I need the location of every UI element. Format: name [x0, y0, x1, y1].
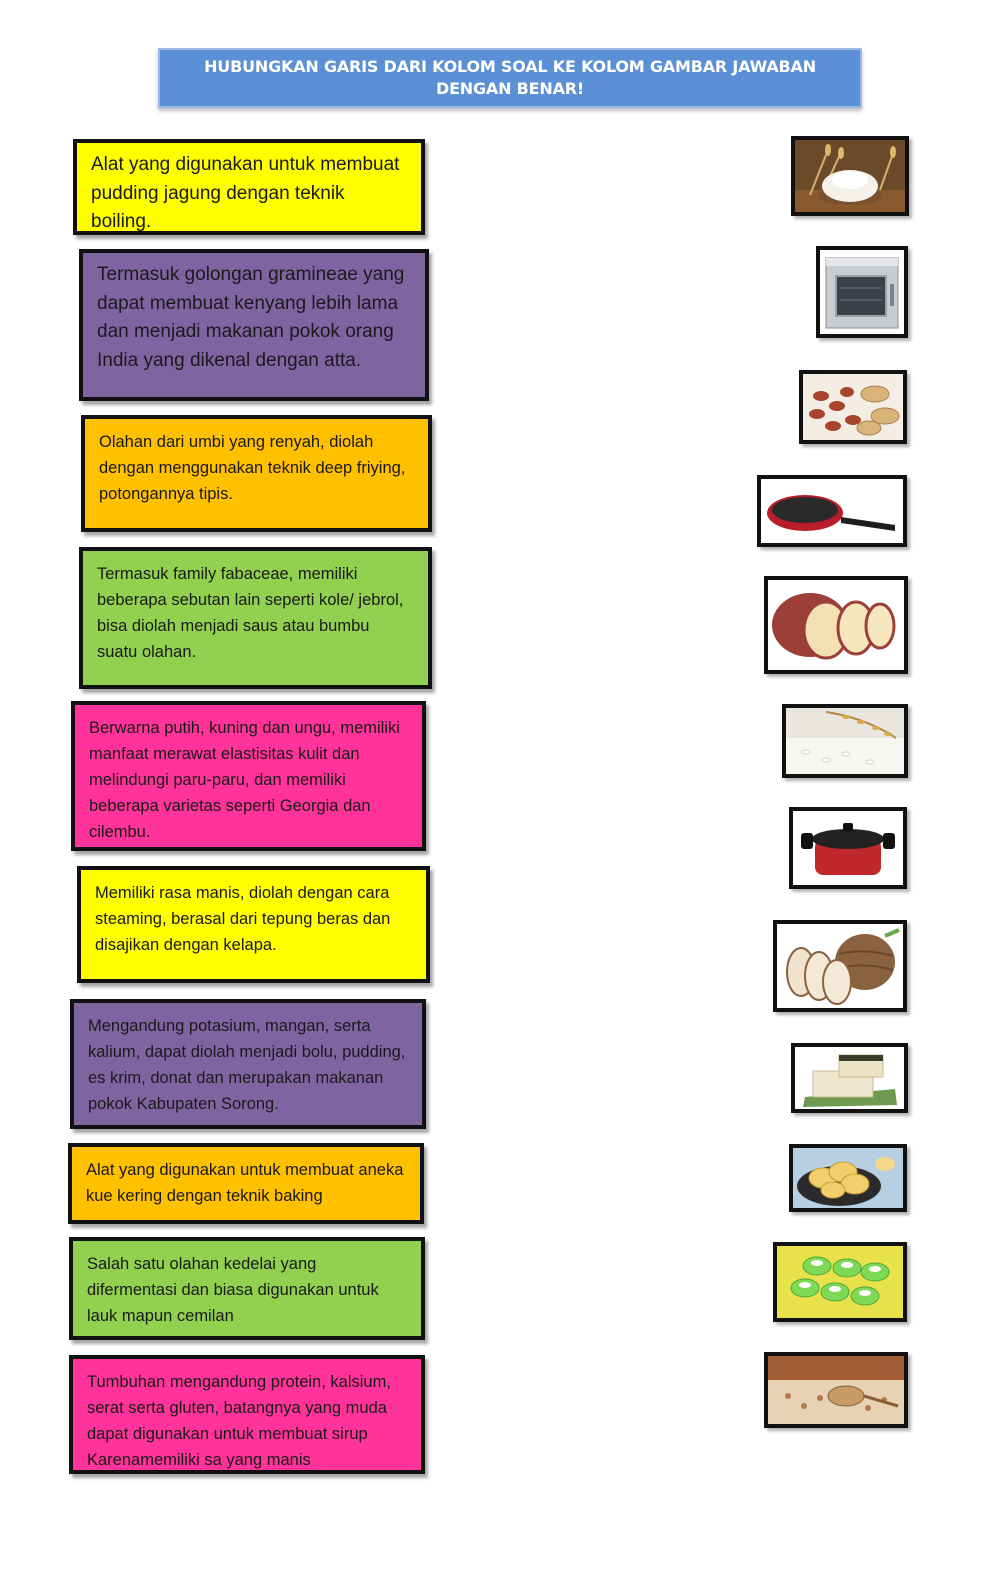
question-card-1[interactable]: Alat yang digunakan untuk membuat puddin…: [73, 139, 425, 235]
question-text-8: Alat yang digunakan untuk membuat aneka …: [86, 1161, 404, 1205]
instruction-banner: HUBUNGKAN GARIS DARI KOLOM SOAL KE KOLOM…: [158, 48, 862, 108]
question-text-6: Memiliki rasa manis, diolah dengan cara …: [95, 884, 391, 954]
question-card-2[interactable]: Termasuk golongan gramineae yang dapat m…: [79, 249, 429, 401]
question-text-2: Termasuk golongan gramineae yang dapat m…: [97, 264, 405, 371]
question-text-5: Berwarna putih, kuning dan ungu, memilik…: [89, 719, 400, 841]
question-card-10[interactable]: Tumbuhan mengandung protein, kalsium, se…: [69, 1355, 425, 1474]
oven-icon: [820, 250, 904, 334]
question-text-10: Tumbuhan mengandung protein, kalsium, se…: [87, 1373, 391, 1469]
answer-cooking-pot[interactable]: [789, 807, 907, 889]
answer-frying-pan[interactable]: [757, 475, 907, 547]
rice-icon: [786, 708, 904, 774]
question-text-3: Olahan dari umbi yang renyah, diolah den…: [99, 433, 406, 503]
frying-pan-icon: [761, 479, 903, 543]
answer-sorghum[interactable]: [764, 1352, 908, 1428]
wheat-flour-icon: [795, 140, 905, 212]
question-card-6[interactable]: Memiliki rasa manis, diolah dengan cara …: [77, 866, 430, 983]
question-card-9[interactable]: Salah satu olahan kedelai yang diferment…: [69, 1237, 425, 1340]
instruction-line-2: DENGAN BENAR!: [436, 79, 584, 98]
answer-taro[interactable]: [773, 920, 907, 1012]
answer-putu-ayu-cake[interactable]: [773, 1242, 907, 1322]
cooking-pot-icon: [793, 811, 903, 885]
question-card-8[interactable]: Alat yang digunakan untuk membuat aneka …: [68, 1143, 424, 1224]
sweet-potato-icon: [768, 580, 904, 670]
tempeh-icon: [795, 1047, 904, 1109]
question-text-4: Termasuk family fabaceae, memiliki beber…: [97, 565, 404, 661]
answer-tempeh[interactable]: [791, 1043, 908, 1113]
peanuts-icon: [803, 374, 903, 440]
taro-icon: [777, 924, 903, 1008]
answer-chips[interactable]: [789, 1144, 907, 1212]
question-text-9: Salah satu olahan kedelai yang diferment…: [87, 1255, 379, 1325]
question-card-7[interactable]: Mengandung potasium, mangan, serta kaliu…: [70, 999, 426, 1129]
sorghum-icon: [768, 1356, 904, 1424]
question-text-1: Alat yang digunakan untuk membuat puddin…: [91, 154, 400, 232]
question-text-7: Mengandung potasium, mangan, serta kaliu…: [88, 1017, 406, 1113]
answer-rice[interactable]: [782, 704, 908, 778]
chips-icon: [793, 1148, 903, 1208]
answer-oven[interactable]: [816, 246, 908, 338]
answer-sweet-potato[interactable]: [764, 576, 908, 674]
question-card-3[interactable]: Olahan dari umbi yang renyah, diolah den…: [81, 415, 432, 532]
question-card-5[interactable]: Berwarna putih, kuning dan ungu, memilik…: [71, 701, 426, 851]
answer-wheat-flour[interactable]: [791, 136, 909, 216]
putu-ayu-cake-icon: [777, 1246, 903, 1318]
answer-peanuts[interactable]: [799, 370, 907, 444]
instruction-line-1: HUBUNGKAN GARIS DARI KOLOM SOAL KE KOLOM…: [204, 57, 816, 76]
question-card-4[interactable]: Termasuk family fabaceae, memiliki beber…: [79, 547, 432, 689]
